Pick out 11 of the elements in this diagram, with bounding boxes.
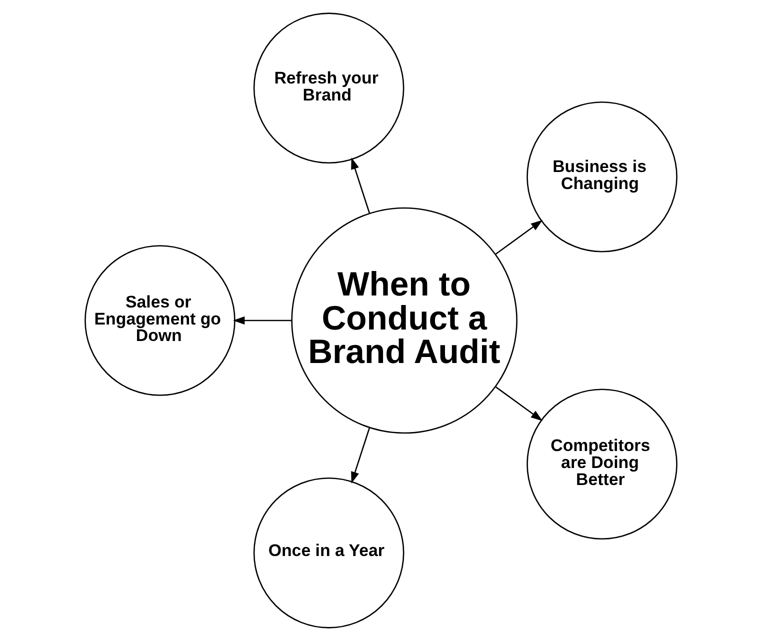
arrow xyxy=(232,316,292,325)
arrow xyxy=(494,386,542,421)
arrow xyxy=(350,427,370,484)
arrow xyxy=(494,220,542,255)
node-circle: Business is Changing xyxy=(526,101,677,252)
node-circle: Sales or Engagement go Down xyxy=(84,245,235,396)
arrow xyxy=(350,158,370,214)
node-circle: Competitors are Doing Better xyxy=(526,388,677,540)
node-circle: Once in a Year xyxy=(252,477,404,628)
node-circle: Refresh your Brand xyxy=(252,12,404,164)
node-circle: When to Conduct a Brand Audit xyxy=(290,207,517,434)
